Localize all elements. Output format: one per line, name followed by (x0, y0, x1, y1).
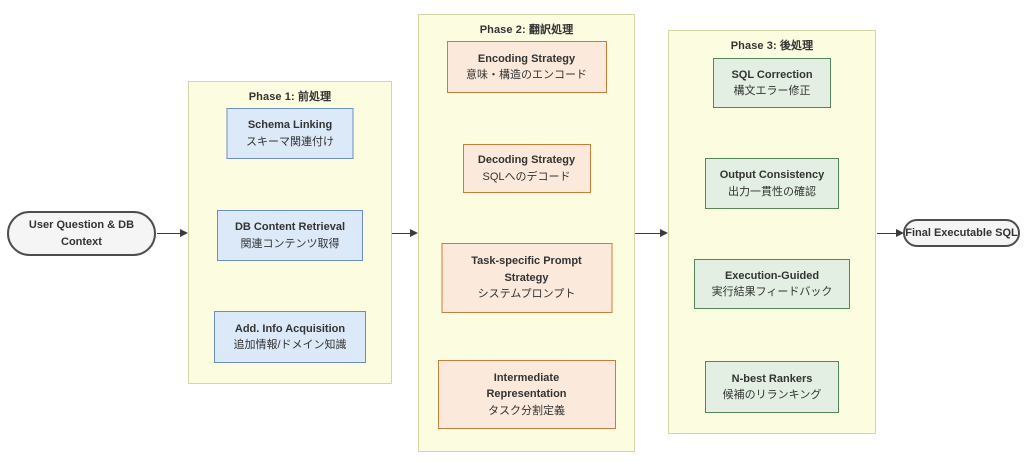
sink-node-final-sql: Final Executable SQL (903, 219, 1020, 247)
arrow-phase3-to-sink (877, 228, 904, 237)
node-output-consistency: Output Consistency 出力一貫性の確認 (705, 158, 839, 209)
node-encoding-strategy: Encoding Strategy 意味・構造のエンコード (446, 41, 607, 93)
node-intermediate-representation: Intermediate Representation タスク分割定義 (437, 360, 616, 429)
node-label-ja: 実行結果フィードバック (711, 286, 833, 298)
phase-3-title: Phase 3: 後処理 (730, 40, 814, 52)
node-execution-guided: Execution-Guided 実行結果フィードバック (694, 259, 850, 309)
node-label-en: SQL Correction (731, 68, 813, 81)
arrow-source-to-phase1 (157, 228, 188, 237)
node-label-ja: 候補のリランキング (722, 389, 822, 401)
node-label-ja: 意味・構造のエンコード (466, 69, 587, 81)
node-label-ja: タスク分割定義 (488, 404, 565, 417)
node-label-ja: 出力一貫性の確認 (728, 185, 816, 198)
node-label-en: Intermediate Representation (486, 371, 567, 401)
node-n-best-rankers: N-best Rankers 候補のリランキング (705, 361, 839, 413)
node-label-en: N-best Rankers (731, 372, 813, 385)
node-sql-correction: SQL Correction 構文エラー修正 (713, 58, 831, 108)
phase-1-panel: Phase 1: 前処理 Schema Linking スキーマ関連付け DB … (188, 81, 392, 384)
node-schema-linking: Schema Linking スキーマ関連付け (226, 108, 354, 159)
node-label-ja: SQLへのデコード (482, 170, 571, 183)
arrow-phase1-to-phase2 (391, 228, 418, 237)
phase-2-title: Phase 2: 翻訳処理 (479, 24, 574, 36)
node-label-en: Add. Info Acquisition (234, 322, 346, 335)
node-task-specific-prompt-strategy: Task-specific Prompt Strategy システムプロンプト (441, 243, 612, 313)
node-label-ja: スキーマ関連付け (246, 135, 334, 148)
node-label-en: Output Consistency (719, 169, 825, 181)
phase-3-panel: Phase 3: 後処理 SQL Correction 構文エラー修正 Outp… (668, 30, 876, 434)
node-label-en: Encoding Strategy (477, 52, 576, 65)
phase-1-title: Phase 1: 前処理 (248, 91, 332, 103)
node-label-en: DB Content Retrieval (234, 221, 346, 233)
node-label-ja: 構文エラー修正 (733, 85, 811, 97)
node-label-ja: システムプロンプト (477, 288, 576, 301)
node-label-en: Decoding Strategy (477, 154, 576, 166)
node-label-ja: 関連コンテンツ取得 (240, 237, 340, 250)
node-decoding-strategy: Decoding Strategy SQLへのデコード (462, 144, 591, 193)
node-db-content-retrieval: DB Content Retrieval 関連コンテンツ取得 (217, 210, 363, 261)
node-label-en: Execution-Guided (724, 269, 820, 282)
node-add-info-acquisition: Add. Info Acquisition 追加情報/ドメイン知識 (214, 311, 366, 363)
phase-2-panel: Phase 2: 翻訳処理 Encoding Strategy 意味・構造のエン… (418, 14, 635, 452)
node-label-ja: 追加情報/ドメイン知識 (233, 339, 347, 351)
node-label-en: Task-specific Prompt Strategy (471, 255, 582, 284)
arrow-phase2-to-phase3 (635, 228, 668, 237)
source-node-user-question: User Question & DB Context (7, 211, 156, 256)
node-label-en: Schema Linking (247, 119, 333, 131)
